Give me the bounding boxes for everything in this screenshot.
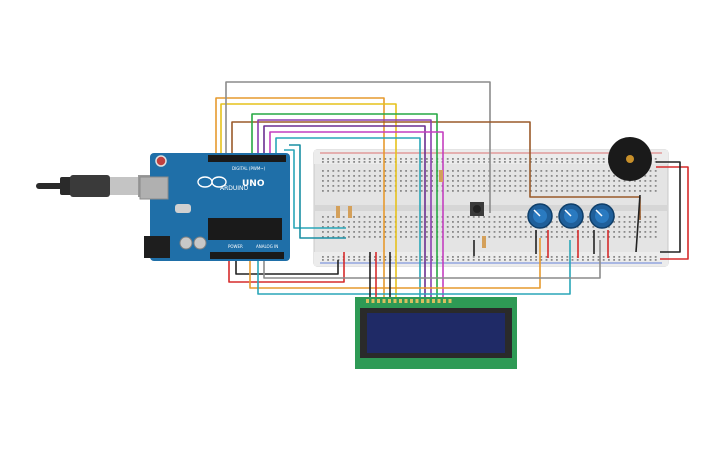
wire-black-1	[235, 258, 339, 275]
arduino-power-label: POWER	[228, 244, 243, 249]
lcd-pin	[404, 299, 408, 303]
arduino-analog-label: ANALOG IN	[256, 244, 278, 249]
wire-teal-3	[289, 144, 346, 239]
wire-orange-1	[215, 97, 385, 300]
lcd-pin	[366, 299, 369, 303]
wire-green-1	[251, 113, 438, 300]
lcd-pin	[448, 299, 452, 303]
piezo-buzzer	[608, 137, 652, 181]
lcd-pin	[415, 299, 419, 303]
wire-black-rail	[656, 161, 681, 253]
lcd-pin	[432, 299, 435, 303]
arduino-board-name: UNO	[242, 179, 265, 189]
wire-teal-4	[257, 240, 571, 295]
wire-black-buzzer	[635, 194, 641, 253]
lcd-pin	[410, 299, 413, 303]
wire-purple-1	[257, 119, 432, 300]
wire-magenta-1	[269, 131, 444, 300]
lcd-pins	[366, 299, 452, 303]
wire-yellow-1	[220, 103, 397, 300]
wire-purple-2	[263, 125, 426, 300]
lcd-pin	[388, 299, 391, 303]
lcd-pin	[393, 299, 397, 303]
wire-teal-1	[275, 137, 421, 300]
arduino-uno: ARDUINO UNO DIGITAL (PWM~) POWER ANALOG …	[139, 153, 290, 261]
arduino-logo-icon	[197, 176, 227, 188]
wire-red-rail	[656, 166, 689, 260]
wire-gray-2	[263, 240, 601, 279]
resistor-4	[482, 236, 486, 248]
wire-red-1	[228, 252, 345, 283]
wire-orange-2	[249, 238, 541, 289]
lcd-pin	[371, 299, 375, 303]
arduino-digital-label: DIGITAL (PWM~)	[232, 166, 266, 171]
pushbutton	[470, 202, 484, 216]
lcd-pin	[399, 299, 402, 303]
wire-teal-2	[284, 149, 346, 229]
resistor-1	[336, 206, 340, 218]
usb-cable	[36, 175, 162, 197]
resistor-3	[439, 170, 443, 182]
lcd-pin	[437, 299, 441, 303]
resistors	[336, 170, 486, 248]
wire-gray-1	[225, 81, 491, 213]
potentiometer-3	[589, 203, 615, 229]
lcd-pin	[443, 299, 446, 303]
lcd-pin	[426, 299, 430, 303]
lcd-display	[355, 297, 517, 369]
lcd-pin	[382, 299, 386, 303]
resistor-2	[348, 206, 352, 218]
lcd-pin	[377, 299, 380, 303]
potentiometer-2	[558, 203, 584, 229]
lcd-pin	[421, 299, 424, 303]
potentiometers	[527, 203, 615, 229]
potentiometer-1	[527, 203, 553, 229]
arduino-brand: ARDUINO	[220, 185, 249, 192]
wires	[215, 81, 689, 300]
